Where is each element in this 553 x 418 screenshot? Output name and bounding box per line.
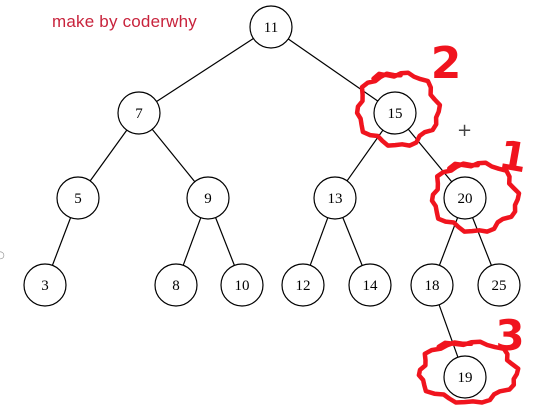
tree-edge-13-12 (309, 217, 329, 266)
tree-node-label: 14 (363, 278, 379, 294)
tree-node-circle (117, 91, 161, 135)
edge-dot-mark: ○ (0, 250, 5, 261)
tree-node-circle (410, 263, 454, 307)
tree-node-5: 5 (56, 176, 100, 220)
tree-node-circle (249, 5, 293, 49)
tree-node-circle (281, 263, 325, 307)
tree-node-label: 11 (264, 20, 278, 36)
tree-node-7: 7 (117, 91, 161, 135)
tree-nodes: 11 7 15 5 9 13 20 3 8 10 12 14 18 25 19 (23, 5, 521, 399)
tree-node-label: 13 (328, 191, 343, 207)
tree-node-circle (56, 176, 100, 220)
tree-node-circle (477, 263, 521, 307)
annotation-number-2: 2 (431, 38, 462, 89)
annotation-highlights (354, 70, 522, 405)
annotation-numbers: 12 3 (431, 38, 531, 360)
tree-node-label: 25 (492, 278, 507, 294)
annotation-number-1: 1 (496, 132, 531, 182)
tree-node-8: 8 (154, 263, 198, 307)
tree-edge-7-5 (89, 129, 128, 182)
tree-node-circle (348, 263, 392, 307)
tree-node-label: 12 (296, 278, 311, 294)
tree-edge-13-14 (342, 217, 363, 266)
highlight-loop-20 (429, 160, 522, 234)
tree-node-label: 18 (425, 278, 440, 294)
tree-edge-7-9 (151, 128, 196, 183)
tree-edge-20-25 (472, 217, 492, 266)
tree-node-label: 8 (172, 278, 180, 294)
tree-node-label: 20 (458, 191, 473, 207)
tree-node-14: 14 (348, 263, 392, 307)
tree-node-label: 10 (235, 278, 250, 294)
tree-node-10: 10 (220, 263, 264, 307)
tree-edges (51, 37, 492, 358)
highlight-loop-19 (416, 339, 521, 405)
tree-node-circle (154, 263, 198, 307)
tree-node-25: 25 (477, 263, 521, 307)
tree-edge-18-19 (438, 304, 459, 358)
tree-node-circle (443, 176, 487, 220)
tree-node-label: 5 (74, 191, 82, 207)
tree-edge-15-13 (346, 129, 384, 182)
tree-node-12: 12 (281, 263, 325, 307)
tree-node-circle (373, 91, 417, 135)
tree-node-label: 3 (41, 278, 49, 294)
tree-node-11: 11 (249, 5, 293, 49)
tree-node-label: 9 (204, 191, 212, 207)
highlight-loop-15 (354, 70, 443, 148)
tree-edge-9-8 (182, 217, 202, 266)
tree-node-20: 20 (443, 176, 487, 220)
tree-node-13: 13 (313, 176, 357, 220)
annotation-number-3: 3 (495, 311, 524, 360)
tree-node-18: 18 (410, 263, 454, 307)
tree-node-label: 7 (135, 106, 143, 122)
plus-mark: + (457, 120, 472, 141)
tree-node-circle (443, 355, 487, 399)
tree-node-9: 9 (186, 176, 230, 220)
tree-node-circle (220, 263, 264, 307)
tree-node-3: 3 (23, 263, 67, 307)
tree-node-circle (313, 176, 357, 220)
tree-node-19: 19 (443, 355, 487, 399)
tree-node-label: 15 (388, 106, 403, 122)
tree-edge-5-3 (51, 217, 72, 266)
tree-node-circle (186, 176, 230, 220)
tree-node-15: 15 (373, 91, 417, 135)
tree-node-circle (23, 263, 67, 307)
tree-node-label: 19 (458, 370, 473, 386)
watermark-text: make by coderwhy (52, 12, 197, 31)
tree-edge-11-7 (156, 37, 254, 103)
tree-edge-9-10 (215, 217, 235, 266)
